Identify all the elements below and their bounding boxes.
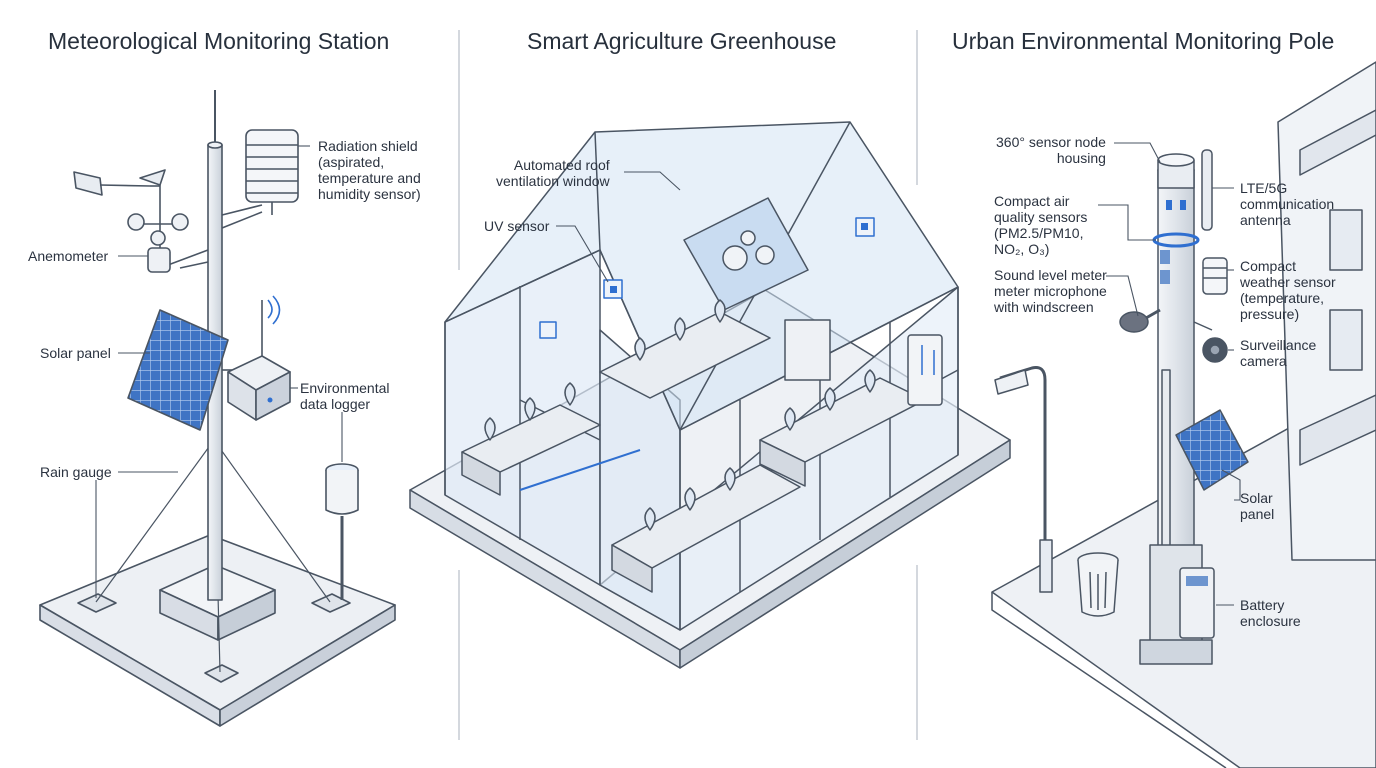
leader-lines	[95, 142, 1241, 606]
planter-boxes	[461, 311, 926, 593]
title-weather-station: Meteorological Monitoring Station	[48, 28, 390, 54]
label-anemometer: Anemometer	[28, 248, 109, 264]
building	[1277, 61, 1376, 561]
label-air-quality: Compact air quality sensors (PM2.5/PM10,…	[994, 193, 1088, 257]
label-uv-sensor: UV sensor	[484, 218, 550, 234]
label-camera: Surveillance camera	[1240, 337, 1317, 369]
trash-bin	[1077, 552, 1119, 617]
label-sound-meter: Sound level meter meter microphone with …	[994, 267, 1107, 315]
panel-dividers	[458, 30, 918, 740]
anemometer-drawing	[73, 169, 209, 273]
antenna	[1201, 149, 1213, 231]
label-pole-solar-panel: Solar panel	[1240, 490, 1275, 522]
title-urban-pole: Urban Environmental Monitoring Pole	[952, 28, 1335, 54]
station-solar-panel-drawing	[127, 309, 229, 431]
label-radiation-shield: Radiation shield (aspirated, temperature…	[318, 138, 421, 202]
label-data-logger: Environmental data logger	[300, 380, 390, 412]
label-weather-sensor: Compact weather sensor (temperature, pre…	[1240, 258, 1336, 322]
data-logger-drawing	[222, 295, 291, 421]
weather-station-illustration	[39, 90, 396, 727]
plants	[484, 299, 876, 531]
sound-meter-microphone	[1119, 311, 1149, 333]
label-roof-window: Automated roof ventilation window	[496, 157, 610, 189]
label-antenna: LTE/5G communication antenna	[1240, 180, 1335, 228]
greenhouse-illustration	[409, 121, 1011, 669]
streetlamp	[999, 366, 1047, 590]
rain-gauge-drawing	[325, 463, 359, 600]
urban-pole-illustration	[991, 61, 1376, 768]
label-sensor-node: 360° sensor node housing	[996, 134, 1106, 166]
sparkle-icon	[1300, 696, 1336, 732]
title-greenhouse: Smart Agriculture Greenhouse	[527, 28, 837, 54]
radiation-shield-drawing	[221, 129, 299, 229]
label-rain-gauge: Rain gauge	[40, 464, 112, 480]
label-solar-panel: Solar panel	[40, 345, 111, 361]
label-battery: Battery enclosure	[1240, 597, 1301, 629]
pole-solar-panel	[1175, 409, 1249, 491]
